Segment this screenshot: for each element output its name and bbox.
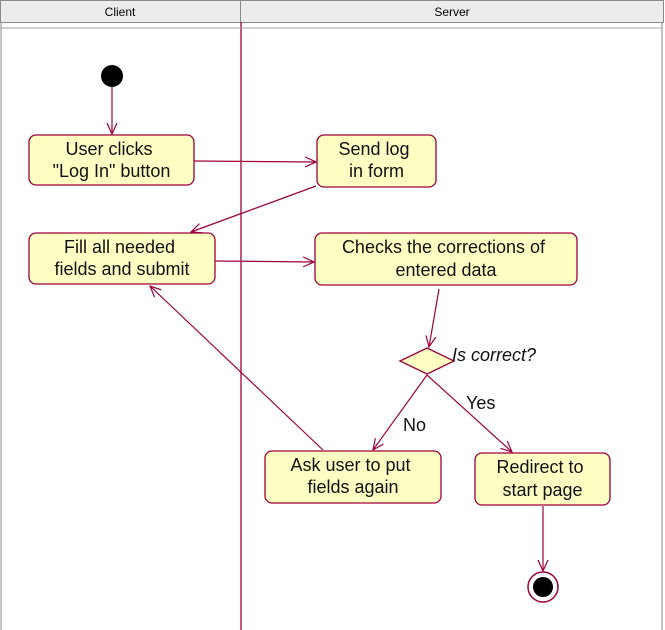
lane-title-client: Client: [105, 5, 136, 19]
node-text-line: Checks the corrections of: [342, 237, 546, 257]
node-text-line: User clicks: [65, 139, 152, 159]
lane-title-server: Server: [434, 5, 469, 19]
node-text-line: Fill all needed: [64, 237, 175, 257]
node-text-line: in form: [349, 161, 404, 181]
action-user-clicks: User clicks "Log In" button: [28, 134, 195, 186]
guard-yes: Yes: [466, 393, 495, 413]
flow-send-form-to-fill-fields: [191, 185, 317, 232]
node-text-line: entered data: [395, 260, 497, 280]
node-text-line: fields and submit: [54, 259, 189, 279]
svg-text:Checks the corrections of: Checks the corrections of entered data: [342, 237, 550, 280]
flow-decision-to-ask-user: [373, 374, 428, 450]
svg-text:Send log in form: Send log in form: [338, 139, 414, 181]
header-server-cell: [240, 0, 664, 23]
flow-decision-to-redirect: [426, 374, 512, 452]
node-text-line: "Log In" button: [53, 161, 171, 181]
node-text-line: Redirect to: [496, 457, 583, 477]
action-send-form: Send log in form: [316, 134, 437, 188]
svg-text:Redirect to start page: Redirect to start page: [496, 457, 588, 500]
flow-fill-fields-to-checks: [214, 261, 314, 262]
flow-ask-user-to-fill-fields: [150, 286, 324, 451]
final-node: [527, 571, 559, 603]
node-text-line: fields again: [307, 477, 398, 497]
decision-node: [398, 347, 456, 375]
node-text-line: start page: [502, 480, 582, 500]
node-text-line: Ask user to put: [290, 455, 410, 475]
decision-label: Is correct?: [452, 345, 536, 365]
action-redirect: Redirect to start page: [474, 452, 611, 506]
action-checks: Checks the corrections of entered data: [314, 232, 578, 286]
initial-node: [101, 65, 123, 87]
action-ask-user: Ask user to put fields again: [264, 450, 442, 504]
svg-text:Ask user to put fields a: Ask user to put fields again: [290, 455, 415, 497]
swimlane-header: Client Server: [0, 0, 664, 23]
guard-no: No: [403, 415, 426, 435]
node-text-line: Send log: [338, 139, 409, 159]
svg-text:Fill all needed fields a: Fill all needed fields and submit: [54, 237, 189, 279]
svg-text:User clicks "Log In" but: User clicks "Log In" button: [53, 139, 171, 181]
action-fill-fields: Fill all needed fields and submit: [28, 232, 216, 285]
flow-user-clicks-to-send-form: [193, 161, 316, 162]
flow-checks-to-decision: [429, 288, 440, 347]
